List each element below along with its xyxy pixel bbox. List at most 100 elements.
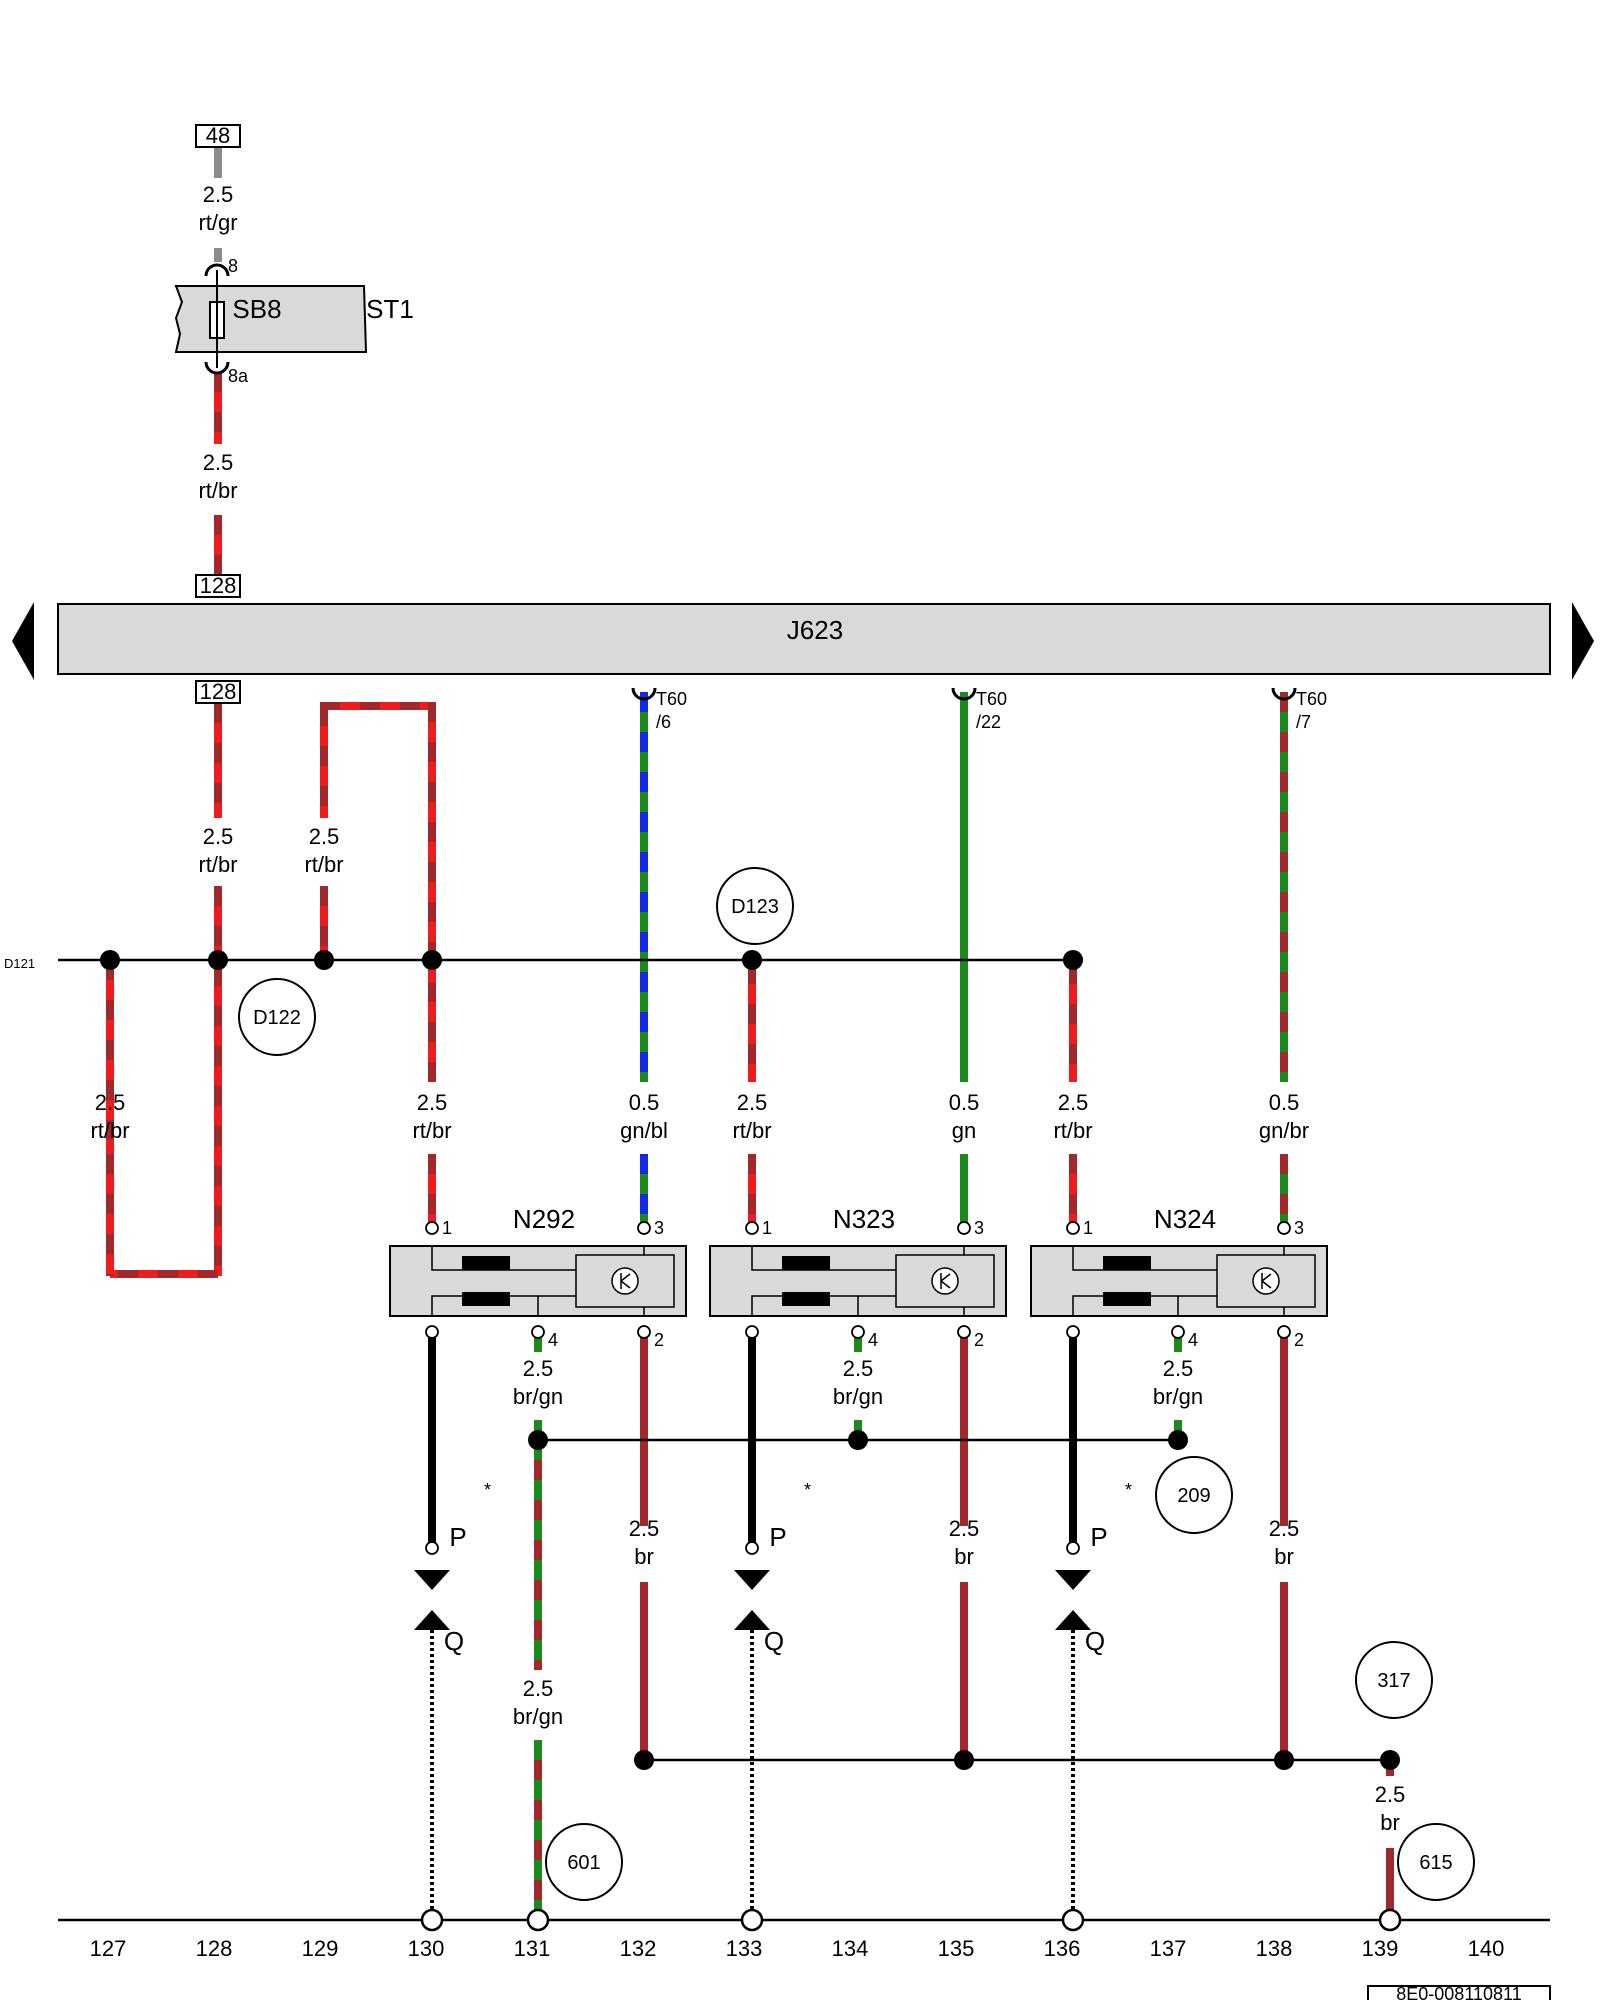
n2-wire-pin1-color: rt/br — [1053, 1118, 1092, 1143]
splice-d122-circle — [238, 978, 316, 1056]
rail-terminal-4 — [1378, 1908, 1402, 1932]
splice-dot-3 — [422, 950, 442, 970]
n1-pin3 — [957, 1221, 971, 1235]
bus-pin-bottom-box — [195, 680, 241, 704]
n0-pin1-label: 1 — [442, 1218, 452, 1238]
fuse-pin-bottom-label: 8a — [228, 366, 249, 386]
column-134: 134 — [832, 1936, 869, 1961]
splice-dot-2 — [314, 950, 334, 970]
n0-conn-label: T60 — [656, 689, 687, 709]
terminal-48-label: 48 — [206, 123, 230, 148]
n2-label: N324 — [1154, 1204, 1216, 1234]
n0-shield-p: P — [449, 1522, 466, 1552]
splice-dot-4 — [742, 950, 762, 970]
wire-col131-color: br/gn — [513, 1704, 563, 1729]
n2-inner-lines — [1072, 1246, 1285, 1316]
wire-rt-gr-size: 2.5 — [203, 182, 234, 207]
fuse-pin-bottom — [204, 361, 230, 375]
n1-valve-mark — [940, 1273, 951, 1289]
column-135: 135 — [938, 1936, 975, 1961]
n1-conn-label: T60 — [976, 689, 1007, 709]
wire-col128-color: rt/br — [198, 852, 237, 877]
n1-wire-pin4-color: br/gn — [833, 1384, 883, 1409]
n0-pin3-label: 3 — [654, 1218, 664, 1238]
n1-wire-pin1-color: rt/br — [732, 1118, 771, 1143]
splice-209-label: 209 — [1177, 1485, 1210, 1507]
fuse-label: SB8 — [232, 294, 281, 324]
n2-shield-end — [1066, 1541, 1080, 1555]
n0-arrow-down — [414, 1570, 450, 1590]
n0-valve-mark — [620, 1273, 631, 1289]
n1-wire-pin2-color: br — [954, 1544, 974, 1569]
n2-wire-pin1-size: 2.5 — [1058, 1090, 1089, 1115]
n2-pin2 — [1277, 1325, 1291, 1339]
n1-arrow-down — [734, 1570, 770, 1590]
n2-pin4 — [1171, 1325, 1185, 1339]
n2-wire-pin2-size: 2.5 — [1269, 1516, 1300, 1541]
n2-pin1 — [1066, 1221, 1080, 1235]
wire-n292-pin1-size: 2.5 — [417, 1090, 448, 1115]
n1-valve-box — [895, 1254, 995, 1308]
splice-209-circle — [1155, 1456, 1233, 1534]
n2-wire-pin3-size: 0.5 — [1269, 1090, 1300, 1115]
n1-pin4 — [851, 1325, 865, 1339]
n1-valve-symbol — [931, 1267, 959, 1295]
n0-wire-pin3-color: gn/bl — [620, 1118, 668, 1143]
n0-pin4-label: 4 — [548, 1330, 558, 1350]
splice-d123-label: D123 — [731, 896, 779, 918]
n2-valve-symbol — [1252, 1267, 1280, 1295]
n1-shield-q: Q — [764, 1626, 784, 1656]
splice-317-label: 317 — [1377, 1670, 1410, 1692]
n2-wire-pin2-color: br — [1274, 1544, 1294, 1569]
n2-shield-p: P — [1090, 1522, 1107, 1552]
wire-rt-gr-color: rt/gr — [198, 210, 237, 235]
fuse-pin-top-label: 8 — [228, 256, 238, 276]
n0-conn-pin — [631, 687, 657, 701]
column-127: 127 — [90, 1936, 127, 1961]
n0-pin1 — [425, 1221, 439, 1235]
n0-pin4 — [531, 1325, 545, 1339]
n2-coil-bottom — [1103, 1292, 1151, 1306]
n1-wire-pin4-size: 2.5 — [843, 1356, 874, 1381]
column-138: 138 — [1256, 1936, 1293, 1961]
rail-terminal-0 — [420, 1908, 444, 1932]
n0-shield-q: Q — [444, 1626, 464, 1656]
n2-valve-box — [1216, 1254, 1316, 1308]
column-131: 131 — [514, 1936, 551, 1961]
wire-left-drop-size: 2.5 — [95, 1090, 126, 1115]
fuse-pin-top — [204, 263, 230, 277]
n1-shield-p: P — [769, 1522, 786, 1552]
n2-body — [1030, 1245, 1328, 1317]
wire-col128-size: 2.5 — [203, 824, 234, 849]
n1-arrow-up — [734, 1610, 770, 1630]
n2-wire-pin4-size: 2.5 — [1163, 1356, 1194, 1381]
n1-inner-lines — [751, 1246, 965, 1316]
n0-coil-bottom — [462, 1292, 510, 1306]
bus-pin-top-box — [195, 574, 241, 598]
n0-mark: * — [484, 1480, 491, 1500]
wire-left-drop-color: rt/br — [90, 1118, 129, 1143]
n1-conn-sub: /22 — [976, 712, 1001, 732]
n2-conn-pin — [1271, 687, 1297, 701]
n2-pin1-label: 1 — [1083, 1218, 1093, 1238]
rail-terminal-1 — [526, 1908, 550, 1932]
n0-wire-pin4-size: 2.5 — [523, 1356, 554, 1381]
bus-right-arrow — [1572, 602, 1594, 680]
n0-conn-sub: /6 — [656, 712, 671, 732]
n1-label: N323 — [833, 1204, 895, 1234]
n0-shield-pin — [425, 1325, 439, 1339]
main-bus: J623 — [12, 602, 1594, 680]
splice-615-circle — [1397, 1823, 1475, 1901]
bus-pin-top-label: 128 — [200, 573, 237, 598]
n2-mark: * — [1125, 1480, 1132, 1500]
terminal-48-box — [195, 124, 241, 148]
doc-id: 8E0-008110811 — [1396, 1984, 1521, 2000]
column-136: 136 — [1044, 1936, 1081, 1961]
splice-601-label: 601 — [567, 1852, 600, 1874]
n2-wire-pin4-color: br/gn — [1153, 1384, 1203, 1409]
holder-label: ST1 — [366, 294, 414, 324]
pin4-splice-1 — [848, 1430, 868, 1450]
splice-dot-1 — [208, 950, 228, 970]
